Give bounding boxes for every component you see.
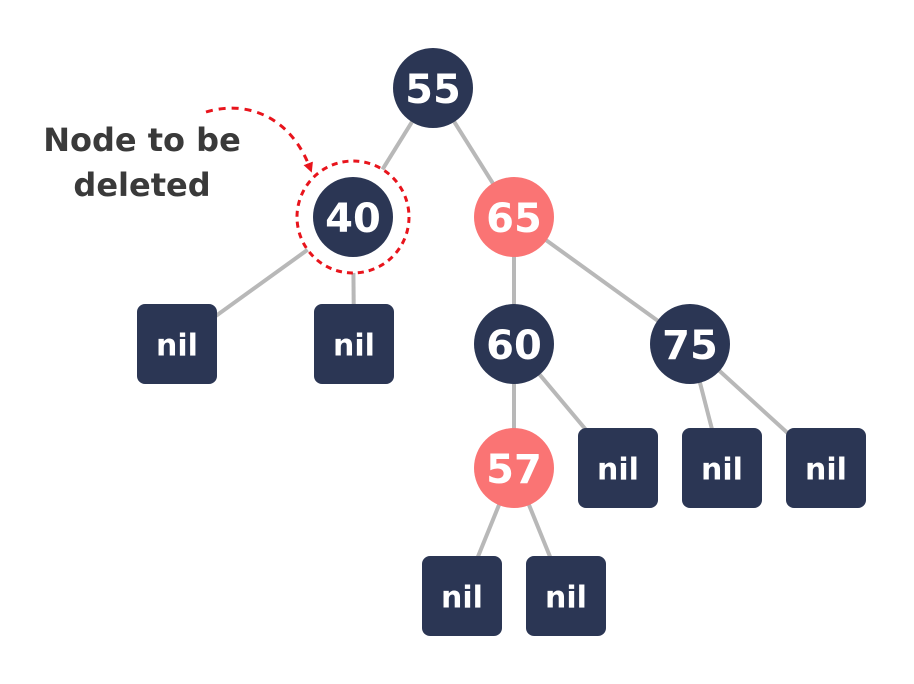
nil-leaf: nil [786,428,866,508]
node-circle [650,304,730,384]
tree-node-57: 57 [474,428,554,508]
nodes-layer: 55 40 65 nil nil 60 75 57 nil nil nil nil nil [137,48,866,636]
nil-leaf: nil [578,428,658,508]
nil-leaf: nil [526,556,606,636]
tree-node-65: 65 [474,177,554,257]
nil-square [786,428,866,508]
nil-square [314,304,394,384]
nil-label: nil [333,329,375,364]
nil-square [137,304,217,384]
nil-leaf: nil [314,304,394,384]
node-value: 40 [325,196,381,242]
node-value: 75 [662,323,718,369]
tree-node-75: 75 [650,304,730,384]
node-value: 65 [486,196,542,242]
tree-node-55: 55 [393,48,473,128]
annotation: Node to be deleted [43,106,313,204]
node-value: 57 [486,447,542,493]
nil-label: nil [156,329,198,364]
node-value: 55 [405,67,461,113]
annotation-line-2: deleted [73,166,210,204]
nil-square [578,428,658,508]
annotation-arrow [205,106,313,173]
tree-node-40: 40 [313,177,393,257]
node-circle [393,48,473,128]
nil-label: nil [597,453,639,488]
nil-square [422,556,502,636]
nil-label: nil [545,581,587,616]
nil-leaf: nil [137,304,217,384]
nil-square [526,556,606,636]
nil-label: nil [805,453,847,488]
node-circle [313,177,393,257]
node-circle [474,428,554,508]
nil-leaf: nil [422,556,502,636]
nil-leaf: nil [682,428,762,508]
node-value: 60 [486,323,542,369]
nil-square [682,428,762,508]
tree-node-60: 60 [474,304,554,384]
node-circle [474,304,554,384]
nil-label: nil [441,581,483,616]
node-circle [474,177,554,257]
annotation-line-1: Node to be [43,121,241,159]
nil-label: nil [701,453,743,488]
